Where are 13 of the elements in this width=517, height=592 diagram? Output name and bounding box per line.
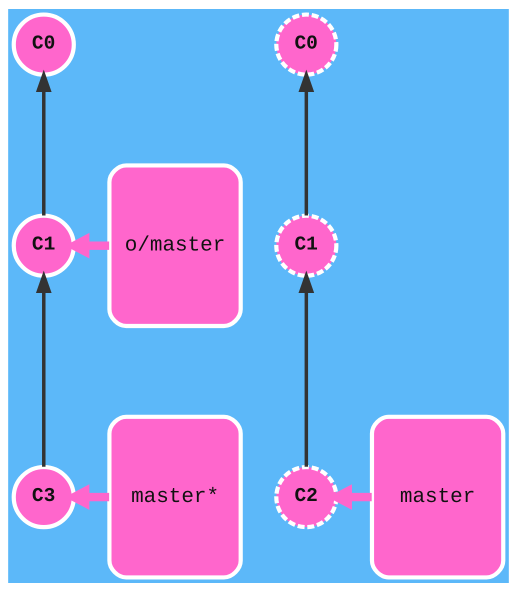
arrow (298, 70, 314, 216)
node-circle: C3 (12, 464, 76, 530)
node-circle: C1 (12, 214, 76, 278)
node-circle: C0 (274, 12, 338, 77)
node-circle: C1 (274, 214, 338, 278)
node-box: master* (107, 414, 243, 580)
node-box: master (370, 414, 506, 580)
arrow (36, 270, 52, 467)
arrow (298, 270, 314, 467)
node-circle: C2 (274, 464, 338, 530)
node-circle: C0 (12, 12, 76, 77)
node-box: o/master (107, 163, 243, 328)
arrow (36, 70, 52, 216)
